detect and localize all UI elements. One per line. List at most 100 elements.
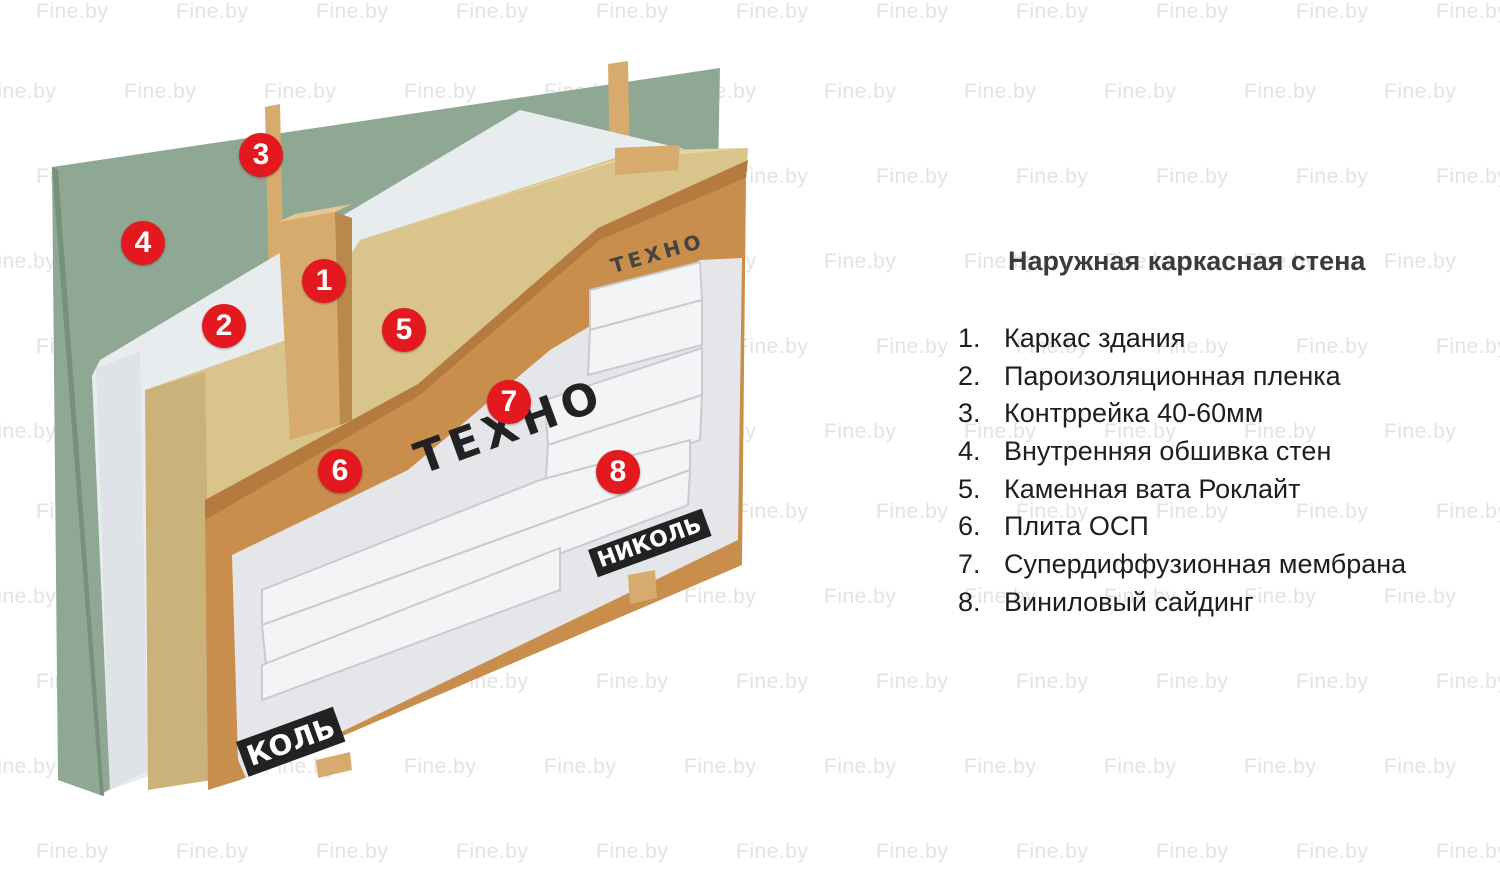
- watermark-text: Fine.by: [736, 840, 809, 863]
- watermark-text: Fine.by: [316, 0, 389, 23]
- watermark-text: Fine.by: [876, 500, 949, 523]
- watermark-text: Fine.by: [684, 585, 757, 608]
- watermark-text: Fine.by: [1156, 335, 1229, 358]
- watermark-text: Fine.by: [124, 80, 197, 103]
- watermark-text: Fine.by: [0, 755, 57, 778]
- watermark-text: Fine.by: [824, 80, 897, 103]
- watermark-text: Fine.by: [1244, 420, 1317, 443]
- legend-label: Плита ОСП: [1004, 511, 1149, 542]
- watermark-text: Fine.by: [1244, 585, 1317, 608]
- watermark-text: Fine.by: [1436, 0, 1500, 23]
- watermark-text: Fine.by: [876, 165, 949, 188]
- watermark-text: Fine.by: [1296, 840, 1369, 863]
- stone-wool-side: [145, 372, 212, 790]
- watermark-text: Fine.by: [736, 670, 809, 693]
- watermark-text: Fine.by: [876, 670, 949, 693]
- watermark-text: Fine.by: [36, 0, 109, 23]
- osb-edge: [205, 160, 748, 520]
- legend-label: Каркас здания: [1004, 323, 1186, 353]
- watermark-text: Fine.by: [456, 0, 529, 23]
- watermark-text: Fine.by: [1016, 670, 1089, 693]
- legend-number: 2.: [958, 360, 981, 391]
- watermark-text: Fine.by: [876, 335, 949, 358]
- legend-item: 7. Супердиффузионная мембрана: [958, 546, 1406, 584]
- watermark-text: Fine.by: [1104, 755, 1177, 778]
- watermark-text: Fine.by: [404, 80, 477, 103]
- watermark-text: Fine.by: [1104, 250, 1177, 273]
- watermark-text: Fine.by: [1016, 840, 1089, 863]
- watermark-text: Fine.by: [456, 840, 529, 863]
- watermark-text: Fine.by: [316, 840, 389, 863]
- legend-item: 5.Каменная вата Роклайт: [958, 471, 1406, 509]
- watermark-text: Fine.by: [1156, 500, 1229, 523]
- watermark-text: Fine.by: [176, 0, 249, 23]
- callout-4: 4: [121, 221, 165, 265]
- watermark-text: Fine.by: [964, 585, 1037, 608]
- watermark-text: Fine.by: [176, 840, 249, 863]
- watermark-text: Fine.by: [876, 0, 949, 23]
- legend-item: 3.Контррейка 40-60мм: [958, 395, 1406, 433]
- drywall-edge: [52, 167, 104, 796]
- watermark-text: Fine.by: [596, 0, 669, 23]
- watermark-text: Fine.by: [264, 80, 337, 103]
- watermark-text: Fine.by: [1296, 165, 1369, 188]
- watermark-text: Fine.by: [1244, 755, 1317, 778]
- watermark-text: Fine.by: [1296, 0, 1369, 23]
- watermark-text: Fine.by: [1384, 250, 1457, 273]
- watermark-text: Fine.by: [1104, 80, 1177, 103]
- callout-8: 8: [596, 450, 640, 494]
- legend-number: 6.: [958, 511, 981, 542]
- callout-5: 5: [382, 308, 426, 352]
- watermark-text: Fine.by: [1244, 250, 1317, 273]
- legend-item: 4. Внутренняя обшивка стен: [958, 433, 1406, 471]
- watermark-text: Fine.by: [1244, 80, 1317, 103]
- legend-label: Супердиффузионная мембрана: [1004, 549, 1407, 580]
- watermark-text: Fine.by: [1016, 165, 1089, 188]
- watermark-text: Fine.by: [736, 500, 809, 523]
- watermark-text: Fine.by: [1436, 500, 1500, 523]
- watermark-text: Fine.by: [824, 755, 897, 778]
- watermark-text: Fine.by: [736, 0, 809, 23]
- legend-list: 1. Каркас здания 2. Пароизоляционная пленк…: [958, 320, 1406, 622]
- diagram-title: Наружная каркасная стена: [1008, 246, 1366, 276]
- watermark-text: Fine.by: [36, 840, 109, 863]
- watermark-text: Fine.by: [964, 420, 1037, 443]
- callout-7: 7: [487, 380, 531, 424]
- stud-bottom-left: [316, 752, 352, 778]
- watermark-text: Fine.by: [1296, 670, 1369, 693]
- callout-2: 2: [202, 304, 246, 348]
- callout-6: 6: [318, 449, 362, 493]
- watermark-text: Fine.by: [1016, 500, 1089, 523]
- legend-label: Контррейка 40-60мм: [1004, 398, 1264, 429]
- watermark-text: Fine.by: [1384, 755, 1457, 778]
- watermark-text: Fine.by: [1436, 165, 1500, 188]
- stud-bottom-right: [628, 570, 657, 604]
- legend-item: 8. Виниловый сайдинг: [958, 584, 1406, 622]
- frame-stud-top: [278, 204, 352, 222]
- legend-item: 2. Пароизоляционная пленка: [958, 358, 1406, 396]
- watermark-text: Fine.by: [964, 80, 1037, 103]
- legend-label: Виниловый сайдинг: [1004, 586, 1254, 617]
- watermark-text: Fine.by: [1104, 420, 1177, 443]
- watermark-text: Fine.by: [1384, 420, 1457, 443]
- watermark-text: Fine.by: [1016, 335, 1089, 358]
- watermark-text: Fine.by: [596, 670, 669, 693]
- legend-label: Пароизоляционная пленка: [1004, 360, 1341, 391]
- legend-label: Внутренняя обшивка стен: [1004, 436, 1332, 467]
- vapour-barrier-fold: [96, 352, 148, 790]
- legend-number: 7.: [958, 549, 981, 580]
- watermark-text: Fine.by: [1016, 0, 1089, 23]
- watermark-text: Fine.by: [1156, 670, 1229, 693]
- legend-number: 4.: [958, 436, 981, 467]
- watermark-text: Fine.by: [0, 585, 57, 608]
- watermark-text: Fine.by: [0, 420, 57, 443]
- top-plate: [615, 145, 680, 175]
- legend-number: 8.: [958, 586, 981, 617]
- watermark-text: Fine.by: [1384, 80, 1457, 103]
- legend-label: Каменная вата Роклайт: [1004, 473, 1301, 504]
- watermark-text: Fine.by: [1436, 670, 1500, 693]
- callout-1: 1: [302, 259, 346, 303]
- watermark-text: Fine.by: [596, 840, 669, 863]
- legend-number: 1.: [958, 323, 981, 353]
